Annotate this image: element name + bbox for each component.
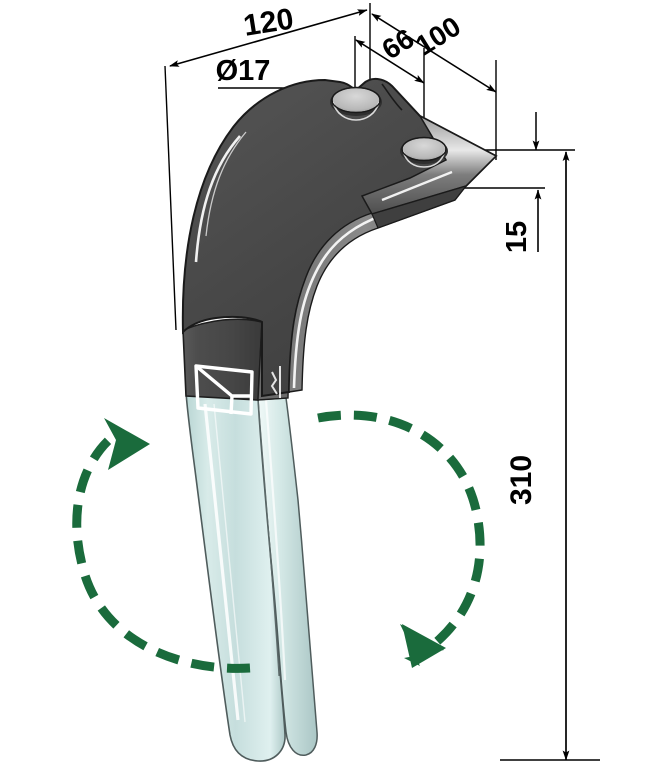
extension-line-left (164, 65, 177, 331)
tine-inner-curve-highlight (292, 210, 393, 389)
plate-bevel-highlight (381, 170, 453, 202)
rotation-arc-right (317, 410, 485, 648)
plate-top-notch (381, 83, 403, 111)
dimension-label-15: 15 (501, 221, 533, 253)
shank-edge-hatch-marking (270, 366, 281, 398)
blade-tip-edge-line (257, 397, 280, 677)
rotation-arrow-left-head (104, 418, 150, 470)
manufacturer-stamp-marking (194, 364, 254, 416)
dimension-label-100: 100 (410, 10, 466, 61)
dimension-label-hole-diameter: Ø17 (216, 55, 271, 87)
plate-right-bevel (360, 114, 498, 215)
dimension-line-120 (169, 9, 368, 67)
tine-outer-curve-highlight (194, 135, 241, 263)
blade-tip-highlight-thin (213, 403, 246, 723)
rotation-indicators-group (72, 410, 485, 673)
mounting-hole-lower (400, 136, 448, 168)
blade-tip-edge-highlight (264, 399, 287, 681)
rotation-arrow-right-head-solid (402, 624, 446, 668)
tine-body-group (181, 78, 498, 762)
dimension-label-66: 66 (377, 23, 420, 66)
dimension-lines-group (164, 3, 600, 761)
dimension-label-310: 310 (505, 455, 538, 505)
dimension-label-120: 120 (241, 2, 296, 42)
mounting-hole-upper (330, 86, 382, 121)
plate-underside-edge (371, 184, 468, 229)
tine-outer-curve-highlight-2 (205, 131, 247, 237)
blade-tip-highlight-long (203, 403, 240, 721)
dimension-line-100 (371, 13, 497, 93)
